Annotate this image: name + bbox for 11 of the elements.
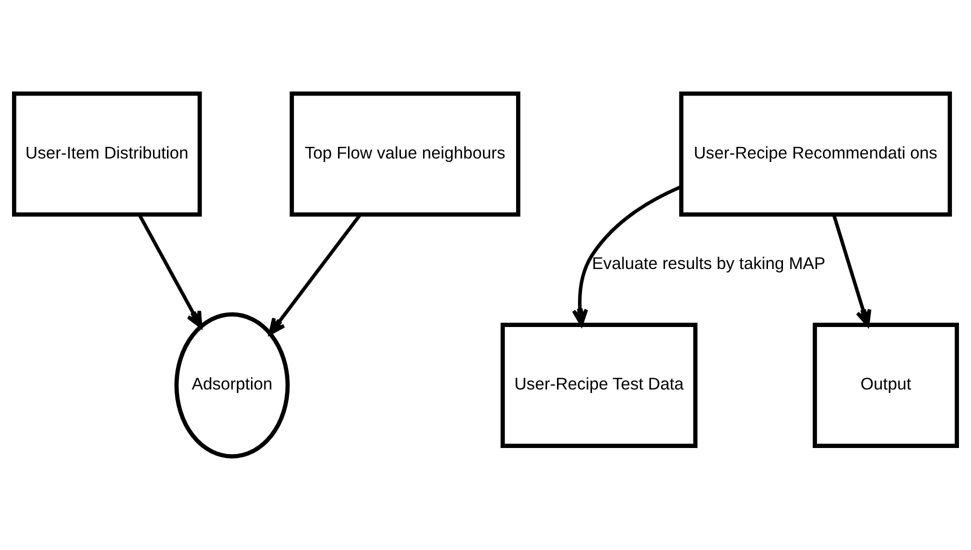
node-box: Output	[812, 322, 959, 448]
arrow	[138, 214, 202, 328]
arrow	[268, 214, 362, 336]
node-ellipse: Adsorption	[174, 312, 290, 458]
arrow	[572, 185, 682, 326]
node-box: Top Flow value neighbours	[290, 92, 520, 217]
edge-label: Evaluate results by taking MAP	[592, 254, 826, 273]
node-box: User-Recipe Recommendati ons	[679, 92, 952, 217]
node-box: User-Item Distribution	[12, 92, 202, 217]
arrow	[832, 214, 872, 327]
node-box: User-Recipe Test Data	[500, 322, 698, 448]
